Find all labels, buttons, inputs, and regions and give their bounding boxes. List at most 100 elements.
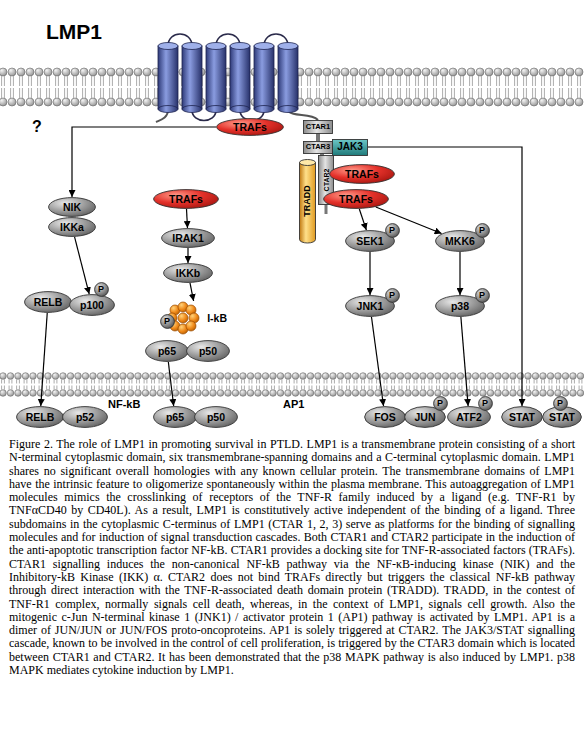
shape-outline bbox=[63, 407, 108, 428]
lipid-tail bbox=[91, 76, 92, 86]
lipid-head bbox=[135, 373, 142, 380]
signal-arrow bbox=[359, 209, 366, 230]
lipid-tail bbox=[324, 379, 325, 383]
lipid-tail bbox=[26, 379, 27, 383]
lipid-tail bbox=[391, 88, 392, 98]
lipid-head bbox=[107, 98, 115, 106]
lipid-tail bbox=[339, 379, 340, 383]
lipid-head bbox=[476, 68, 484, 76]
lipid-tail bbox=[571, 76, 572, 86]
lipid-head bbox=[125, 68, 133, 76]
signal-arrow bbox=[187, 248, 188, 263]
nuclear-membrane bbox=[0, 373, 584, 397]
signal-arrow bbox=[168, 362, 173, 406]
lipid-head bbox=[322, 373, 329, 380]
lipid-tail bbox=[301, 88, 302, 98]
lipid-tail bbox=[71, 386, 72, 390]
shape-top bbox=[299, 160, 315, 166]
lipid-tail bbox=[28, 88, 29, 98]
lipid-tail bbox=[346, 379, 347, 383]
cluster-bead bbox=[186, 321, 196, 331]
lipid-tail bbox=[388, 88, 389, 98]
lipid-head bbox=[135, 390, 142, 397]
lipid-tail bbox=[364, 386, 365, 390]
lipid-tail bbox=[324, 386, 325, 390]
lipid-tail bbox=[56, 386, 57, 390]
lipid-tail bbox=[356, 379, 357, 383]
lipid-head bbox=[105, 390, 112, 397]
lipid-tail bbox=[189, 379, 190, 383]
lipid-head bbox=[341, 98, 349, 106]
transmembrane-cylinder bbox=[158, 43, 178, 113]
lipid-head bbox=[570, 373, 577, 380]
lipid-tail bbox=[130, 76, 131, 86]
lipid-tail bbox=[49, 379, 50, 383]
lipid-tail bbox=[129, 379, 130, 383]
lipid-tail bbox=[484, 379, 485, 383]
protein-ellipse: p65 bbox=[153, 406, 197, 428]
lipid-tail bbox=[391, 386, 392, 390]
lipid-head bbox=[60, 390, 67, 397]
lipid-tail bbox=[176, 386, 177, 390]
lipid-tail bbox=[460, 76, 461, 86]
lipid-tail bbox=[169, 386, 170, 390]
lipid-head bbox=[540, 373, 547, 380]
lipid-head bbox=[67, 373, 74, 380]
lipid-head bbox=[395, 68, 403, 76]
lipid-tail bbox=[211, 379, 212, 383]
lipid-head bbox=[7, 373, 14, 380]
lipid-tail bbox=[64, 88, 65, 98]
lipid-tail bbox=[184, 379, 185, 383]
lipid-head bbox=[487, 390, 494, 397]
lipid-tail bbox=[166, 379, 167, 383]
lipid-tail bbox=[91, 379, 92, 383]
lipid-tail bbox=[22, 76, 23, 86]
lipid-tail bbox=[319, 379, 320, 383]
lipid-tail bbox=[1, 76, 2, 86]
lipid-head bbox=[472, 390, 479, 397]
lipid-tail bbox=[535, 76, 536, 86]
lipid-tail bbox=[481, 379, 482, 383]
node-label: I-kB bbox=[207, 313, 227, 324]
lipid-tail bbox=[364, 88, 365, 98]
lipid-tail bbox=[319, 386, 320, 390]
lipid-tail bbox=[472, 76, 473, 86]
lipid-tail bbox=[121, 76, 122, 86]
lipid-tail bbox=[40, 88, 41, 98]
protein-ellipse: TRAFs bbox=[153, 189, 219, 209]
lipid-tail bbox=[328, 76, 329, 86]
lipid-head bbox=[510, 373, 517, 380]
lipid-tail bbox=[139, 379, 140, 383]
protein-ellipse: TRAFs bbox=[323, 189, 389, 209]
lipid-tail bbox=[354, 386, 355, 390]
lipid-tail bbox=[37, 88, 38, 98]
lipid-head bbox=[377, 98, 385, 106]
lipid-tail bbox=[286, 386, 287, 390]
lipid-tail bbox=[151, 386, 152, 390]
lipid-tail bbox=[316, 386, 317, 390]
lipid-head bbox=[89, 68, 97, 76]
cylinder-body bbox=[182, 46, 202, 109]
lipid-tail bbox=[106, 386, 107, 390]
lipid-tail bbox=[307, 88, 308, 98]
lipid-head bbox=[202, 373, 209, 380]
lipid-tail bbox=[91, 386, 92, 390]
lipid-head bbox=[314, 68, 322, 76]
lipid-head bbox=[458, 98, 466, 106]
lipid-tail bbox=[406, 88, 407, 98]
lipid-tail bbox=[352, 76, 353, 86]
lipid-tail bbox=[499, 386, 500, 390]
lipid-tail bbox=[409, 88, 410, 98]
lipid-tail bbox=[112, 76, 113, 86]
lipid-head bbox=[142, 390, 149, 397]
shape-outline bbox=[17, 407, 64, 428]
lipid-head bbox=[503, 68, 511, 76]
lipid-head bbox=[532, 373, 539, 380]
lipid-tail bbox=[436, 76, 437, 86]
lipid-tail bbox=[169, 379, 170, 383]
lipid-tail bbox=[281, 379, 282, 383]
lipid-tail bbox=[499, 76, 500, 86]
lipid-tail bbox=[31, 76, 32, 86]
lipid-tail bbox=[234, 379, 235, 383]
lipid-head bbox=[125, 98, 133, 106]
